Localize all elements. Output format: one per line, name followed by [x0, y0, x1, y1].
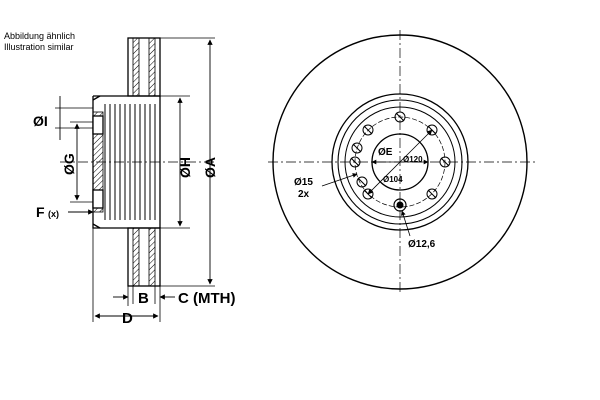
side-view — [55, 37, 215, 322]
dim-120-leader — [399, 129, 433, 163]
label-b: B — [138, 290, 149, 307]
caption-line-en: Illustration similar — [4, 42, 74, 52]
bolt-hole — [439, 156, 451, 168]
bolt-hole — [356, 176, 368, 188]
hat-ring-2 — [337, 99, 463, 225]
locator-hole-inner — [396, 201, 404, 209]
label-c: C (MTH) — [178, 290, 235, 307]
label-g: ØG — [61, 153, 77, 175]
label-a: ØA — [202, 157, 218, 178]
label-d: D — [122, 310, 133, 327]
hub-fins — [104, 104, 156, 220]
bolt-hole-bottom — [92, 189, 104, 209]
label-f-suffix: (x) — [48, 209, 59, 219]
ring-bottom-inner-right — [148, 227, 156, 287]
label-f: F — [36, 204, 45, 220]
dim-104-leader — [367, 161, 401, 195]
caption-line-de: Abbildung ähnlich — [4, 31, 76, 41]
front-view — [268, 30, 535, 295]
label-126: Ø12,6 — [408, 239, 436, 250]
dim-15-leader — [321, 173, 358, 187]
bolt-hole — [426, 188, 438, 200]
label-120: Ø120 — [403, 155, 423, 164]
label-i: ØI — [33, 113, 48, 129]
label-104: Ø104 — [383, 175, 403, 184]
ring-bottom-inner-left — [132, 227, 140, 287]
hat-ring-3 — [344, 106, 456, 218]
hub-flange — [92, 95, 101, 229]
bolt-hole — [394, 111, 406, 123]
bolt-hole-top — [92, 115, 104, 135]
caption: Abbildung ähnlich Illustration similar — [4, 31, 75, 53]
label-e: ØE — [378, 147, 393, 158]
bolt-hole — [362, 124, 374, 136]
disc-outer-edge — [272, 34, 528, 290]
ring-top-inner-right — [148, 37, 156, 97]
label-15-count: 2x — [298, 189, 310, 200]
ring-top-inner-left — [132, 37, 140, 97]
locator-hole-outer — [393, 198, 407, 212]
bolt-hole — [349, 156, 361, 168]
hat-outer-ring — [331, 93, 469, 231]
bolt-hole — [351, 142, 363, 154]
label-h: ØH — [177, 157, 193, 178]
dim-126-leader — [401, 210, 411, 237]
label-15: Ø15 — [294, 177, 313, 188]
